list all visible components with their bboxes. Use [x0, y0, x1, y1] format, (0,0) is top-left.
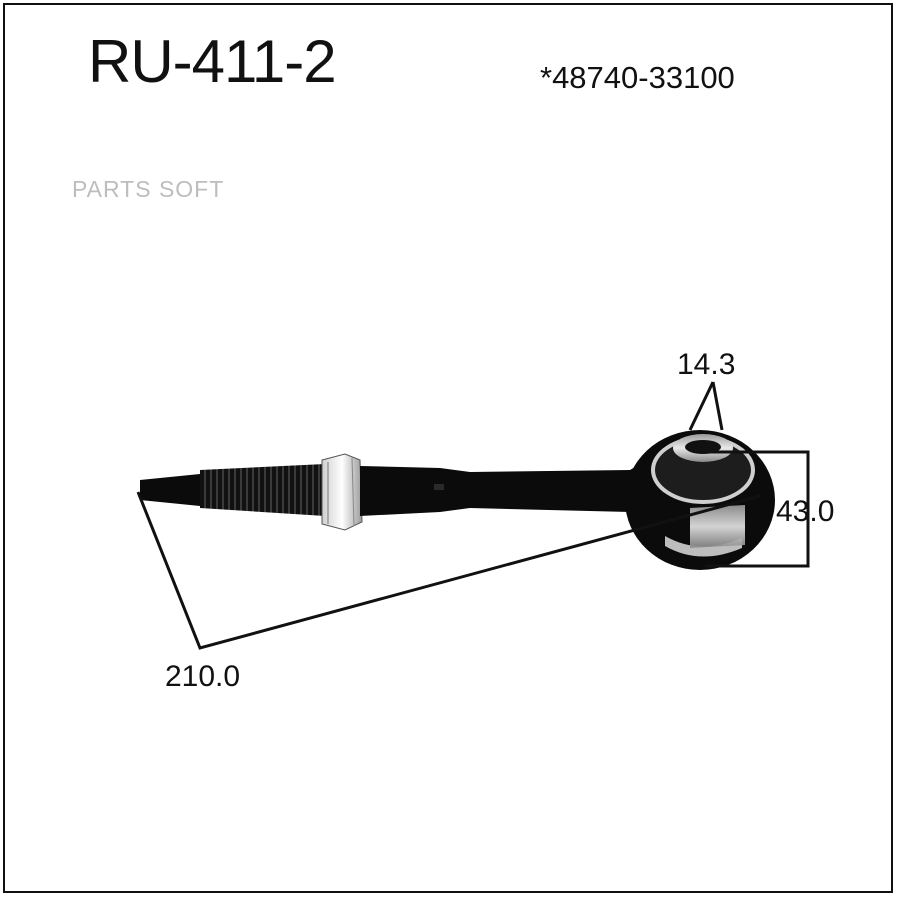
threaded-shaft [200, 464, 325, 516]
dimension-lines [136, 381, 810, 650]
rod-body [360, 458, 650, 518]
bushing-eye [625, 430, 775, 570]
part-number: RU-411-2 [88, 28, 337, 95]
lock-nut [321, 453, 363, 531]
image-border [3, 3, 893, 893]
overall-length-label: 210.0 [165, 660, 241, 693]
bushing-height-label: 43.0 [776, 495, 835, 528]
rod-tip [140, 474, 200, 506]
watermark: PARTS SOFT [72, 176, 225, 202]
bore-diameter-label: 14.3 [677, 348, 736, 381]
oem-number: *48740-33100 [540, 60, 735, 95]
